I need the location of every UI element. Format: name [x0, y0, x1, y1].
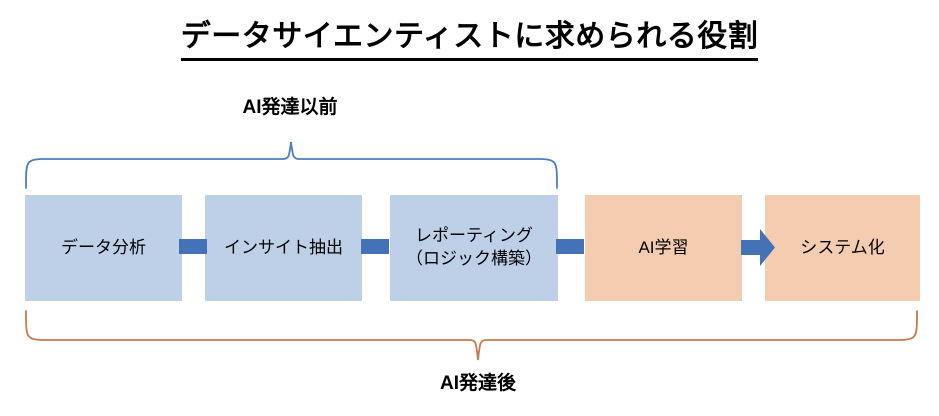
- right-arrow-icon: [741, 229, 775, 266]
- page-title-text: データサイエンティストに求められる役割: [180, 20, 759, 61]
- process-box-data-analysis[interactable]: データ分析: [25, 195, 182, 301]
- process-box-systemization[interactable]: システム化: [765, 195, 920, 301]
- process-box-insight-extraction[interactable]: インサイト抽出: [205, 195, 362, 301]
- connector-bar-2: [361, 239, 389, 254]
- top-bracket-brace: [25, 141, 558, 189]
- bracket-label-before-ai: AI発達以前: [242, 97, 338, 118]
- connector-bar-3: [556, 239, 584, 254]
- connector-bar-1: [179, 239, 207, 254]
- process-box-ai-learning[interactable]: AI学習: [585, 195, 742, 301]
- page-title: データサイエンティストに求められる役割: [0, 20, 939, 61]
- bracket-label-after-ai: AI発達後: [439, 373, 516, 394]
- process-box-reporting[interactable]: レポーティング （ロジック構築）: [390, 195, 558, 301]
- bottom-bracket-brace: [25, 310, 918, 361]
